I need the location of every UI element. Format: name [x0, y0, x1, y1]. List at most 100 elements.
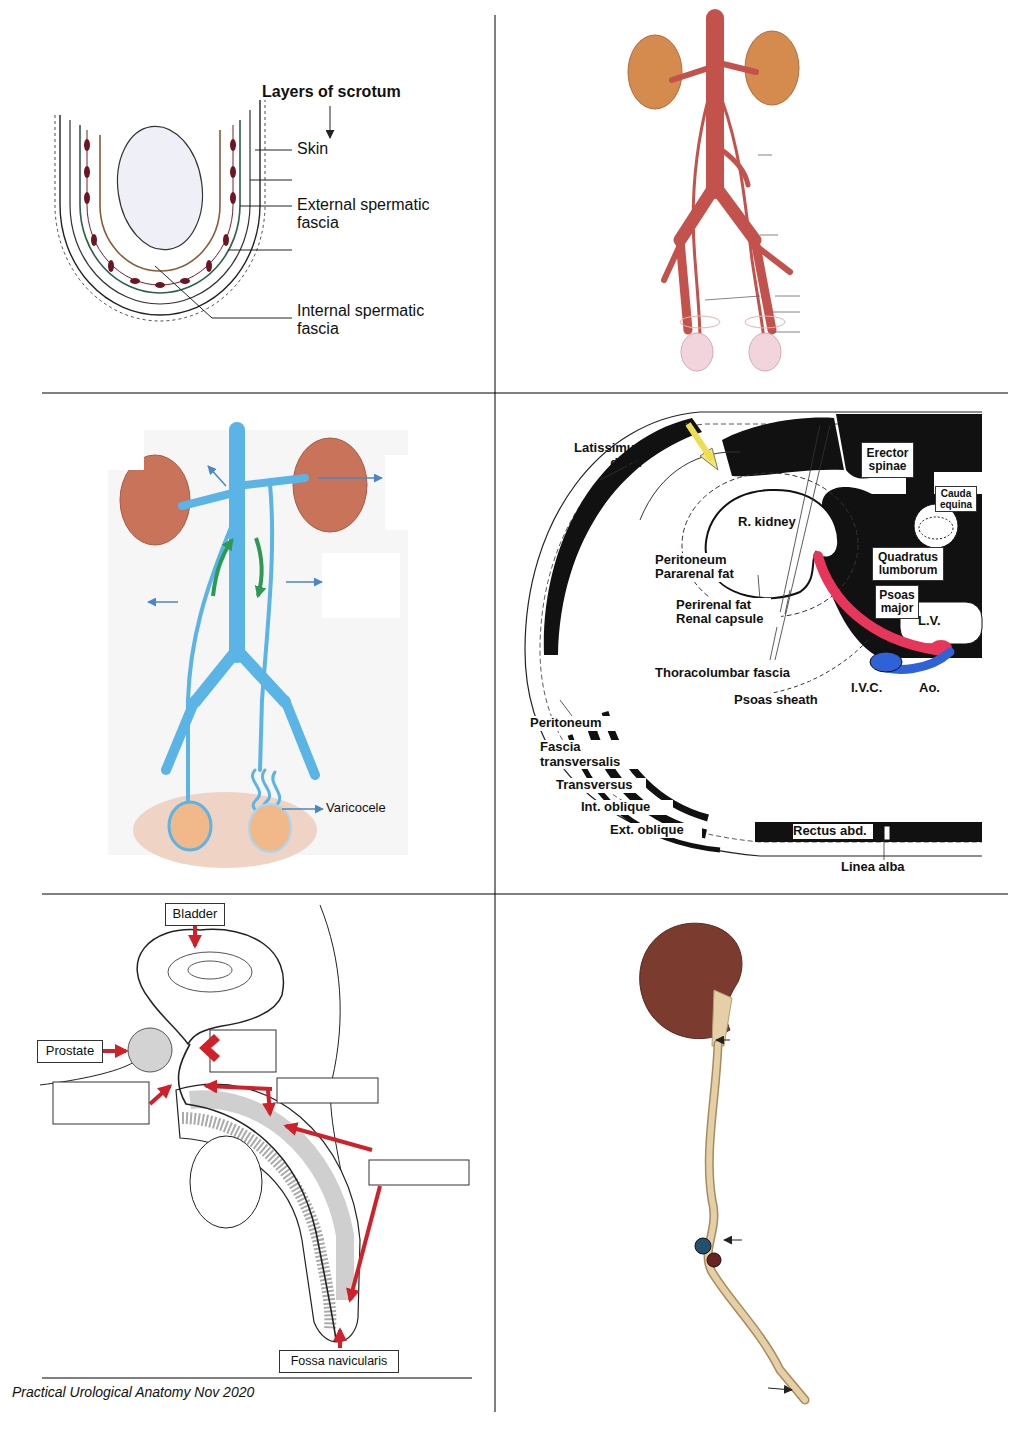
- pointer-arrow: [286, 1126, 372, 1150]
- scrotum-layers: [55, 100, 265, 321]
- bladder-shape: [137, 929, 283, 1044]
- blank-answer-box: [369, 1160, 469, 1185]
- renal-artery: [672, 66, 715, 80]
- blank-answer-box: [385, 455, 410, 530]
- gonadal-vein: [260, 484, 272, 770]
- pointer-arrow: [338, 1330, 342, 1348]
- part-label: External spermatic fascia: [297, 196, 457, 232]
- muscle-fibre: [230, 166, 236, 178]
- prostate-shape: [128, 1028, 172, 1072]
- node-text: Erector spinae: [863, 447, 912, 473]
- part-label: Linea alba: [841, 860, 926, 875]
- vessel-loop: [680, 316, 720, 328]
- leader-line: [250, 180, 292, 181]
- muscle-fibre: [180, 278, 190, 284]
- figure-heading: Layers of scrotum: [262, 83, 422, 101]
- scrotum-shape: [133, 792, 317, 868]
- callout-box: Fossa navicularis: [279, 1350, 399, 1373]
- testis-shape: [110, 121, 210, 255]
- node-text: Cauda equina: [937, 488, 975, 510]
- pointer-arrow: [318, 477, 382, 479]
- divider-line: [42, 894, 1008, 895]
- scrotum-outline: [190, 1136, 262, 1228]
- peritoneum-line: [640, 452, 740, 520]
- pointer-arrow: [268, 1090, 270, 1114]
- bladder-fold: [168, 952, 252, 992]
- part-label: Ao.: [919, 681, 953, 696]
- blank-leaders: [705, 155, 800, 332]
- kidney-shape: [293, 438, 367, 532]
- kidney-shape: [628, 35, 682, 109]
- leader-line: [155, 266, 292, 318]
- kidney-outline: [706, 490, 838, 598]
- callout-box: Bladder: [165, 903, 225, 926]
- part-label: Fascia transversalis: [540, 740, 638, 769]
- divider-line: [42, 1378, 472, 1379]
- bladder-fold: [188, 961, 232, 979]
- panel-dividers: [42, 15, 1008, 1412]
- down-arrow: [330, 106, 331, 138]
- muscle-fibre: [108, 260, 114, 272]
- part-label: Varicocele: [326, 801, 416, 816]
- yellow-arrow: [686, 423, 718, 470]
- blank-boxes: [53, 1030, 469, 1185]
- leader-line: [758, 575, 760, 600]
- part-label: Peritoneum: [530, 716, 620, 731]
- leader-line: [785, 590, 790, 614]
- leader-line: [758, 155, 772, 156]
- part-label: Ext. oblique: [610, 823, 702, 838]
- leader-line: [775, 425, 830, 660]
- part-label: R. kidney: [738, 515, 813, 530]
- muscle-label-box: Psoas major: [875, 585, 919, 619]
- part-label: Internal spermatic fascia: [297, 302, 457, 338]
- iliac-vein: [195, 650, 237, 702]
- yellow-arrow-shaft: [688, 424, 712, 460]
- pointer-arrow: [206, 1086, 272, 1089]
- callout-box: Prostate: [37, 1040, 103, 1063]
- muscle-fibre: [155, 282, 165, 288]
- iliac-artery: [680, 186, 715, 240]
- footer-note: Practical Urological Anatomy Nov 2020: [12, 1385, 332, 1401]
- internal-iliac-artery: [756, 246, 790, 272]
- muscle-fibre: [84, 166, 90, 178]
- muscle-fibre: [230, 192, 236, 204]
- corpora-cavernosa: [190, 1099, 345, 1300]
- leader-line: [772, 312, 800, 313]
- blank-answer-box: [322, 553, 400, 618]
- testis-shape: [169, 802, 211, 850]
- artery-dot: [707, 1253, 721, 1267]
- dartos-layer: [70, 110, 250, 304]
- leader-line: [884, 840, 885, 860]
- muscle-label-box: Quadratus lumborum: [872, 547, 944, 581]
- pointer-arrow: [716, 1040, 730, 1041]
- leader-line: [775, 296, 800, 297]
- node-text: Bladder: [173, 907, 218, 921]
- flow-arrow: [213, 540, 232, 596]
- muscle-fibre: [91, 234, 97, 246]
- artery-paths: [664, 18, 790, 340]
- part-label: L.V.: [918, 614, 952, 629]
- pointer-arrow: [768, 1388, 792, 1390]
- kidney-shape: [745, 31, 799, 105]
- renal-vein: [182, 492, 237, 506]
- chevron-arrow: [199, 1034, 220, 1062]
- pointer-arrow: [193, 926, 197, 946]
- mesenteric-artery: [722, 150, 748, 185]
- linea-alba-mark: [884, 826, 890, 840]
- leader-line: [705, 296, 760, 300]
- red-arrows: [103, 926, 380, 1348]
- part-label: Thoracolumbar fascia: [655, 666, 810, 681]
- testis-shape: [749, 333, 781, 371]
- corpus-spongiosum: [182, 1118, 330, 1330]
- ureter-outline: [708, 1044, 805, 1400]
- internal-iliac-artery: [664, 245, 680, 280]
- pointer-arrow: [286, 581, 322, 583]
- blank-answer-box: [108, 430, 144, 470]
- muscle-label-box: Erector spinae: [861, 442, 914, 478]
- pointer-arrow: [103, 1049, 126, 1053]
- ivc-section: [870, 652, 902, 672]
- pointer-arrow: [208, 466, 226, 486]
- renal-artery: [715, 62, 756, 72]
